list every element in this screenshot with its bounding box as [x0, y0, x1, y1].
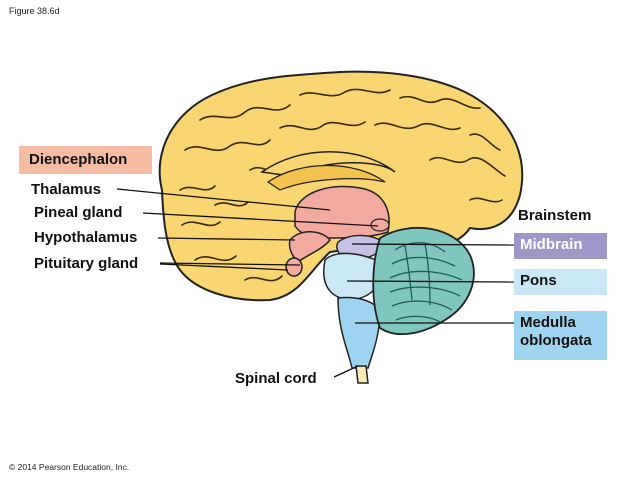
hypothalamus-region — [288, 231, 331, 264]
pituitary-leader-1 — [159, 262, 301, 266]
midbrain-label-box: Midbrain — [514, 233, 607, 259]
pituitary-gland-shape — [285, 257, 303, 277]
diencephalon-label: Diencephalon — [29, 151, 128, 168]
figure-caption: Figure 38.6d — [9, 6, 60, 16]
copyright-notice: © 2014 Pearson Education, Inc. — [9, 462, 130, 472]
spinal-cord-shape — [355, 365, 369, 384]
pineal-gland-label: Pineal gland — [34, 204, 123, 221]
pons-leader — [346, 280, 515, 283]
medulla-oblongata-label: Medulla oblongata — [520, 314, 592, 349]
leader-lines — [116, 188, 515, 378]
hypothalamus-leader — [157, 237, 296, 241]
medulla-label-box: Medulla oblongata — [514, 311, 607, 360]
pituitary-gland-label: Pituitary gland — [34, 255, 139, 272]
diencephalon-label-box: Diencephalon — [19, 146, 152, 174]
lateral-ventricle — [266, 164, 386, 191]
spinal-cord-leader — [333, 365, 359, 378]
pons-label-box: Pons — [514, 269, 607, 295]
pons-label: Pons — [520, 272, 557, 289]
brainstem-label: Brainstem — [518, 207, 592, 224]
midbrain-leader — [351, 243, 515, 246]
pituitary-leader-2 — [159, 263, 289, 271]
medulla-shape — [337, 296, 381, 369]
hypothalamus-label: Hypothalamus — [34, 229, 138, 246]
midbrain-label: Midbrain — [520, 236, 583, 253]
spinal-cord-label: Spinal cord — [235, 370, 317, 387]
thalamus-leader — [116, 188, 331, 211]
thalamus-region — [294, 185, 390, 240]
pineal-gland-shape — [370, 218, 390, 232]
pineal-leader — [142, 212, 379, 227]
thalamus-label: Thalamus — [31, 181, 102, 198]
cerebellum-folia — [389, 242, 463, 323]
